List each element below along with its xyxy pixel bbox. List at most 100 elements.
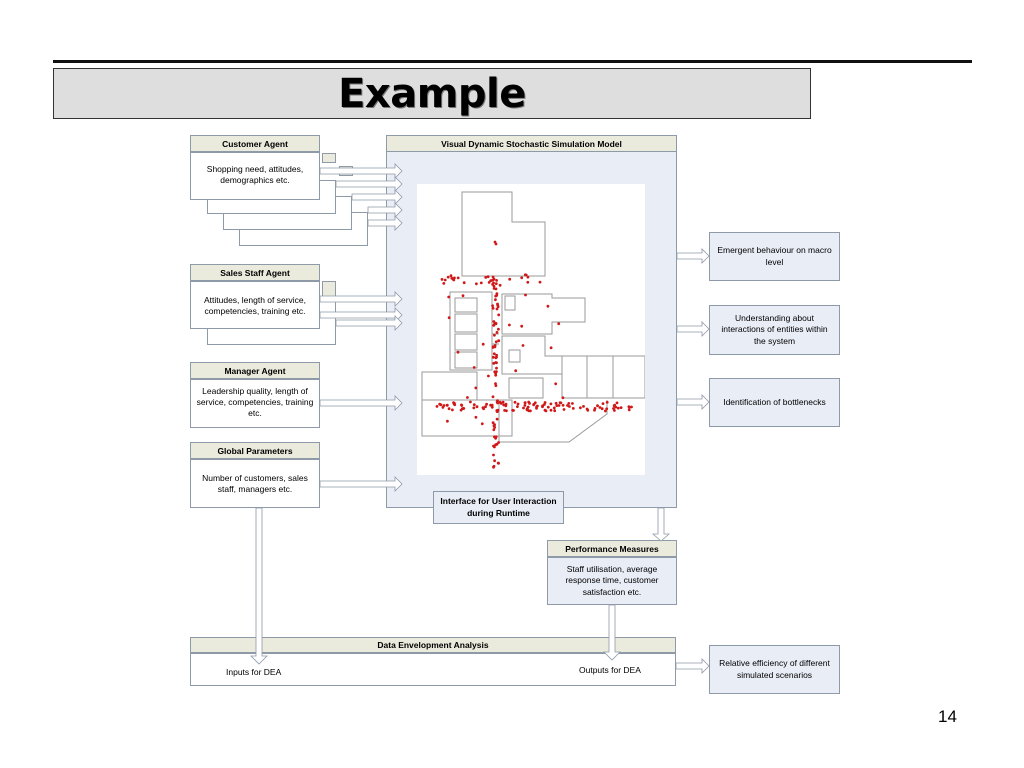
floor-plan-icon xyxy=(421,191,646,469)
agent-dot xyxy=(514,369,518,373)
agent-dot xyxy=(492,352,496,356)
agent-dot xyxy=(603,409,607,413)
title-bar: Example xyxy=(53,68,811,119)
agent-dot xyxy=(526,405,530,409)
agent-dot xyxy=(484,405,487,409)
sales-agent-text: Attitudes, length of service, competenci… xyxy=(203,295,307,317)
understanding-interactions-box: Understanding about interactions of enti… xyxy=(709,305,840,355)
agent-dot xyxy=(516,405,519,408)
agent-dot xyxy=(492,465,495,469)
agent-dot xyxy=(494,382,497,385)
dea-outputs-label: Outputs for DEA xyxy=(579,665,641,675)
agent-dot xyxy=(474,415,478,419)
agent-dot xyxy=(481,406,485,410)
agent-dot xyxy=(497,327,500,331)
agent-dot xyxy=(598,406,602,409)
agent-dot xyxy=(472,406,476,410)
agent-dot xyxy=(546,304,550,308)
agent-dot xyxy=(495,294,499,297)
interface-box[interactable]: Interface for User Interaction during Ru… xyxy=(433,491,564,524)
agent-dot xyxy=(496,461,500,465)
agent-dot xyxy=(571,402,574,405)
agent-dot xyxy=(460,403,463,407)
agent-dot xyxy=(557,404,561,407)
agent-dot xyxy=(493,459,496,463)
agent-dot xyxy=(541,405,544,409)
agent-dot xyxy=(508,277,512,281)
manager-agent-box: Leadership quality, length of service, c… xyxy=(190,379,320,428)
agent-dot xyxy=(495,409,499,412)
agent-dot xyxy=(593,407,597,410)
agent-dot xyxy=(502,403,506,407)
agent-dot xyxy=(554,382,558,386)
agent-dot xyxy=(493,322,496,326)
agent-dot xyxy=(543,401,547,404)
agent-dot xyxy=(571,407,575,410)
agent-dot xyxy=(495,366,498,370)
customer-agent-header: Customer Agent xyxy=(190,135,320,152)
agent-dot xyxy=(549,408,553,412)
agent-dots xyxy=(435,240,633,469)
agent-dot xyxy=(494,298,497,302)
agent-dot xyxy=(495,353,498,357)
agent-dot xyxy=(493,333,496,337)
agent-dot xyxy=(447,407,451,411)
agent-dot xyxy=(472,366,476,369)
agent-dot xyxy=(619,406,623,409)
agent-dot xyxy=(558,401,562,404)
agent-dot xyxy=(494,435,498,439)
agent-dot xyxy=(440,278,444,281)
sales-agent-header: Sales Staff Agent xyxy=(190,264,320,281)
agent-dot xyxy=(493,423,496,427)
title-rule xyxy=(53,60,972,63)
agent-dot xyxy=(497,339,501,343)
agent-dot xyxy=(527,400,531,404)
agent-dot xyxy=(495,279,498,282)
agent-dot xyxy=(446,419,449,423)
emergent-behaviour-box: Emergent behaviour on macro level xyxy=(709,232,840,281)
agent-dot xyxy=(491,421,495,425)
agent-dot xyxy=(494,242,498,246)
agent-dot xyxy=(492,320,496,323)
agent-dot xyxy=(562,408,566,411)
agent-dot xyxy=(451,408,454,412)
agent-dot xyxy=(435,405,439,408)
agent-dot xyxy=(491,395,495,399)
global-params-header: Global Parameters xyxy=(190,442,320,459)
agent-dot xyxy=(613,409,616,412)
relative-efficiency-box: Relative efficiency of different simulat… xyxy=(709,645,840,694)
agent-dot xyxy=(549,346,553,350)
agent-dot xyxy=(579,406,582,410)
bottlenecks-box: Identification of bottlenecks xyxy=(709,378,840,427)
agent-dot xyxy=(582,405,585,408)
simulation-floor-map xyxy=(417,184,646,475)
agent-dot xyxy=(449,274,453,278)
agent-dot xyxy=(493,370,497,374)
agent-dot xyxy=(600,407,604,411)
agent-dot xyxy=(492,345,495,348)
agent-dot xyxy=(553,409,557,413)
agent-dot xyxy=(494,340,498,344)
agent-dot xyxy=(472,403,476,407)
agent-dot xyxy=(498,283,502,287)
agent-dot xyxy=(492,428,496,432)
agent-dot xyxy=(522,406,525,410)
agent-dot xyxy=(616,406,620,410)
agent-dot xyxy=(554,401,558,405)
agent-dot xyxy=(561,403,565,407)
agent-dot xyxy=(505,409,508,413)
agent-dot xyxy=(491,355,495,359)
agent-dot xyxy=(493,445,496,449)
sales-agent-box: Attitudes, length of service, competenci… xyxy=(190,281,320,329)
dea-header: Data Envelopment Analysis xyxy=(190,637,676,653)
agent-dot xyxy=(461,294,465,298)
performance-header: Performance Measures xyxy=(547,540,677,557)
agent-dot xyxy=(492,453,495,457)
agent-dot xyxy=(469,400,472,404)
agent-dot xyxy=(544,409,548,413)
agent-dot xyxy=(496,399,499,403)
agent-dot xyxy=(491,306,495,310)
agent-dot xyxy=(529,409,532,413)
agent-dot xyxy=(520,276,524,280)
agent-dot xyxy=(456,276,460,280)
